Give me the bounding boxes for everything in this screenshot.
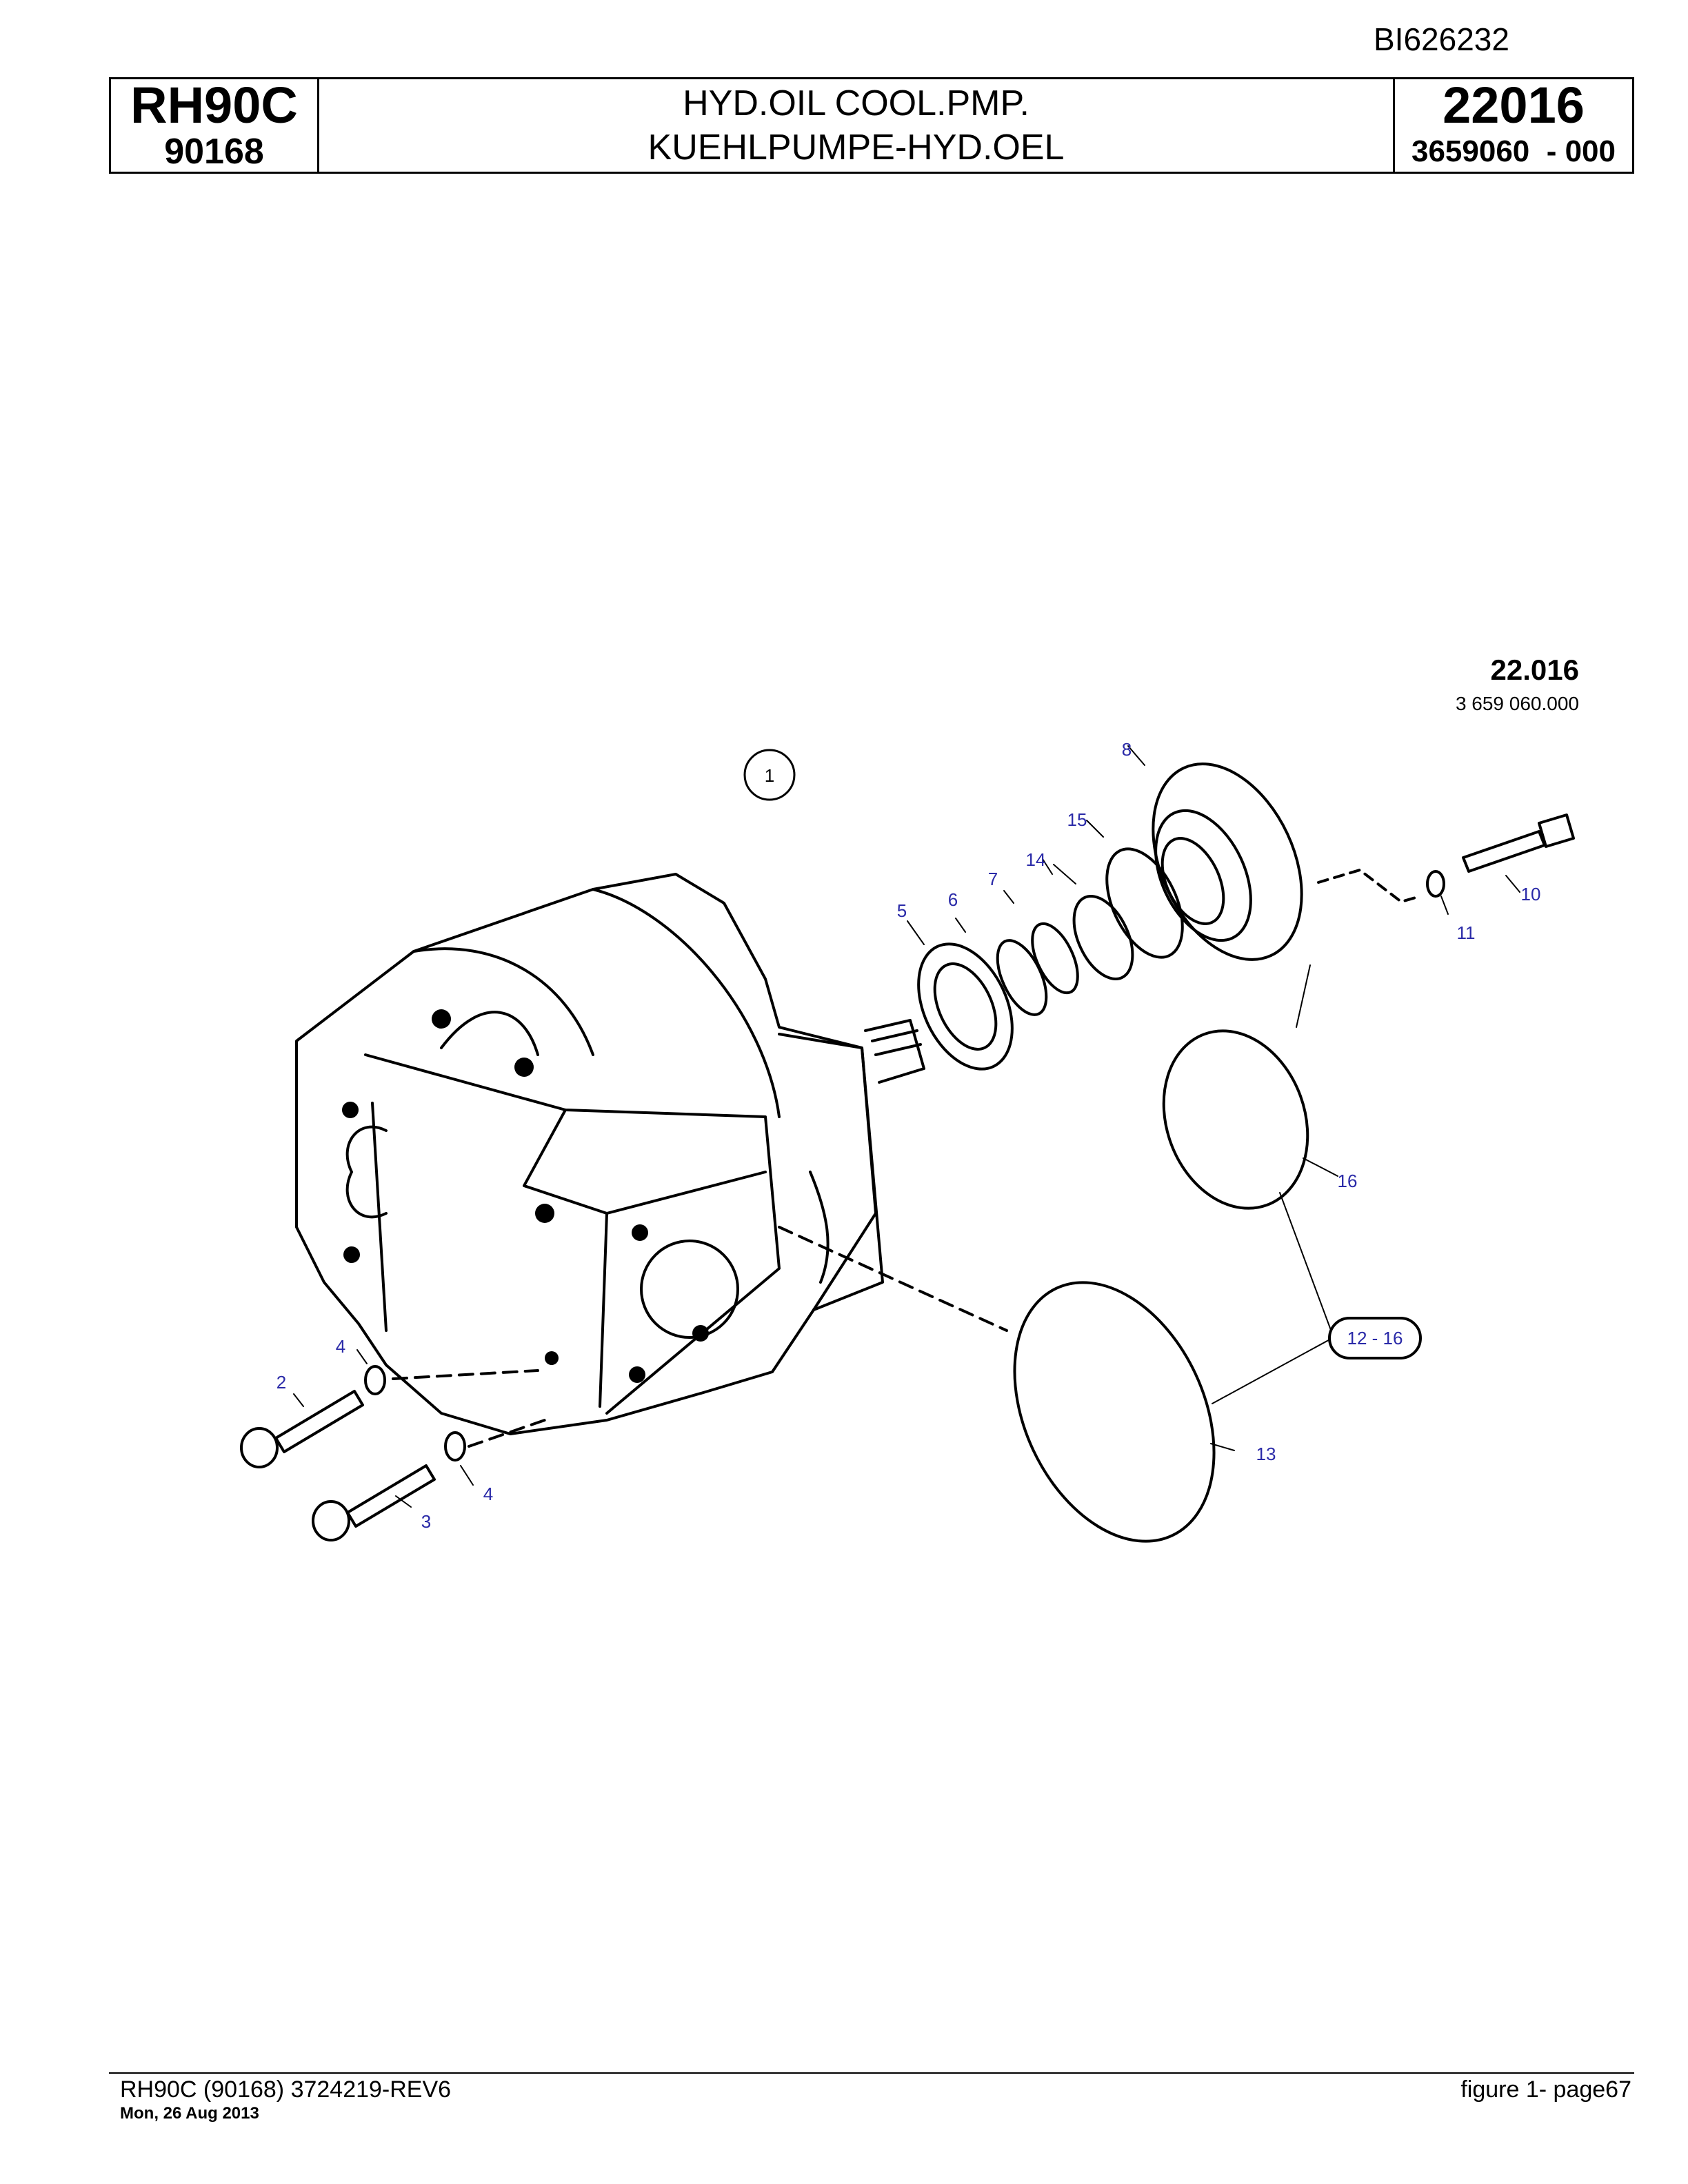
model-cell: RH90C 90168: [111, 79, 319, 172]
callout-1-circle: [743, 749, 796, 801]
bearing: [917, 942, 1014, 1071]
footer-date: Mon, 26 Aug 2013: [120, 2104, 259, 2123]
bolt-10: [1317, 813, 1575, 903]
pump-bolts: [342, 1009, 709, 1383]
drive-shaft: [864, 1019, 925, 1084]
title-cell: HYD.OIL COOL.PMP. KUEHLPUMPE-HYD.OEL: [319, 79, 1395, 172]
group-cell: 22016 3659060 - 000: [1395, 79, 1632, 172]
bolts-2-3: [240, 1365, 466, 1541]
title-english: HYD.OIL COOL.PMP.: [683, 83, 1029, 123]
footer-document-ref: RH90C (90168) 3724219-REV6: [120, 2076, 452, 2103]
callout-10: 10: [1521, 884, 1541, 904]
model-name: RH90C: [130, 77, 298, 134]
title-block: RH90C 90168 HYD.OIL COOL.PMP. KUEHLPUMPE…: [109, 77, 1634, 174]
figure-part-label: 3 659 060.000: [1456, 693, 1579, 714]
model-number: 90168: [164, 132, 264, 172]
callout-8: 8: [1122, 739, 1132, 760]
callout-14: 14: [1026, 849, 1046, 870]
range-callout: 12 - 16: [1347, 1328, 1403, 1348]
exploded-view-diagram: 22.016 3 659 060.000 1 2 3 4 4 5 6 7 8 1…: [240, 654, 1579, 1543]
footer-rule: [109, 2072, 1634, 2074]
cover-flange: [1152, 762, 1303, 961]
callout-5: 5: [897, 900, 907, 921]
group-number: 22016: [1443, 77, 1585, 134]
callout-16: 16: [1338, 1171, 1358, 1191]
callout-2: 2: [277, 1372, 286, 1393]
callout-15: 15: [1067, 809, 1087, 830]
callout-7: 7: [988, 869, 998, 889]
range-callout-box: [1328, 1317, 1422, 1359]
callout-11: 11: [1457, 922, 1476, 943]
callout-13: 13: [1256, 1444, 1276, 1464]
figure-group-label: 22.016: [1491, 654, 1579, 686]
pump-body: [295, 873, 884, 1435]
callout-3: 3: [421, 1511, 431, 1532]
document-id: BI626232: [1374, 21, 1509, 57]
callout-4b: 4: [483, 1484, 493, 1504]
callout-6: 6: [948, 889, 958, 910]
title-german: KUEHLPUMPE-HYD.OEL: [647, 128, 1065, 168]
part-number: 3659060 - 000: [1411, 134, 1616, 168]
callout-4a: 4: [336, 1336, 345, 1357]
callout-1: 1: [765, 765, 774, 786]
footer-page: figure 1- page67: [1460, 2076, 1631, 2103]
